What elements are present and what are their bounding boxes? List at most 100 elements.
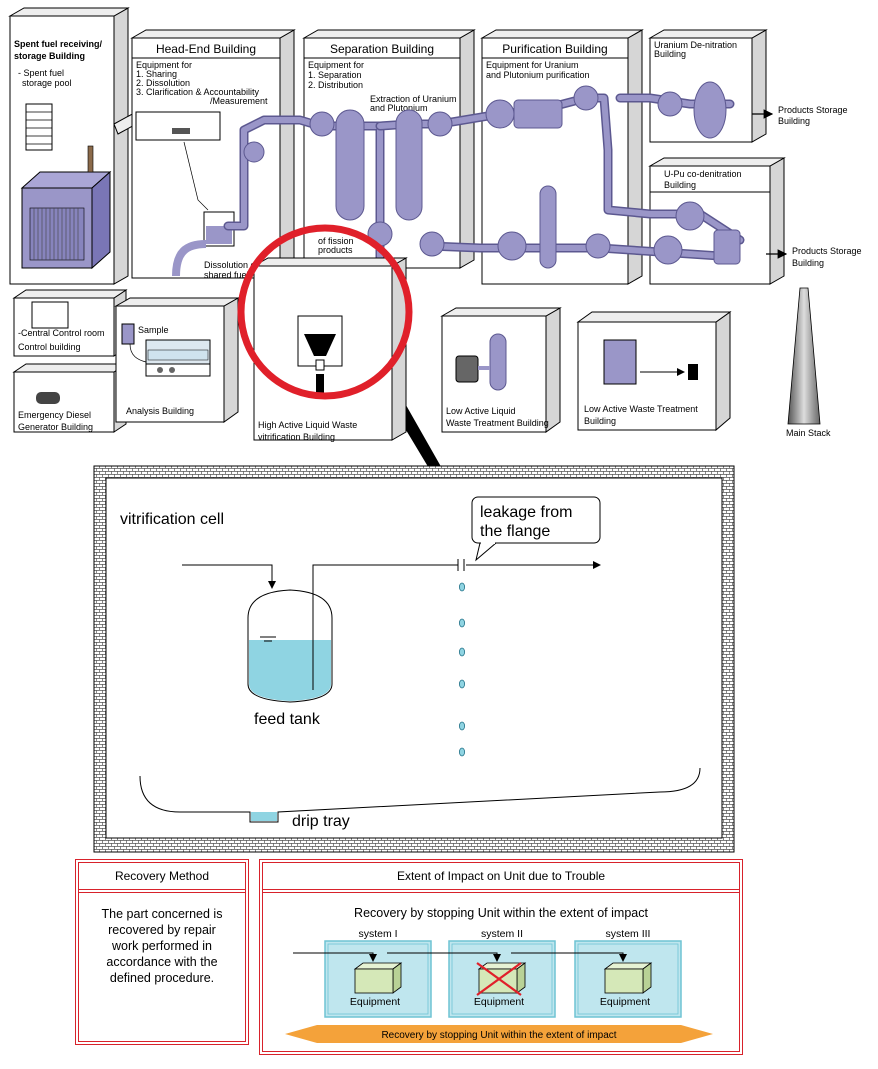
vitrification-cell-detail: vitrification cell leakage from the flan… — [93, 465, 735, 853]
leak-drop — [458, 679, 465, 689]
melter-icon — [304, 334, 336, 356]
control-building: -Central Control room Control building — [12, 289, 128, 357]
impact-banner-text: Recovery by stopping Unit within the ext… — [381, 1030, 616, 1041]
purification-title: Purification Building — [502, 42, 607, 56]
purification-line-2: and Plutonium purification — [486, 70, 590, 80]
products-storage-2-line1: Products Storage — [792, 246, 862, 256]
leak-callout — [471, 496, 601, 544]
control-line-1: -Central Control room — [18, 328, 105, 338]
receiving-sub-2: storage pool — [22, 78, 72, 88]
headend-line-1: Equipment for — [136, 60, 192, 70]
leak-drops — [458, 582, 465, 757]
headend-line-4: 3. Clarification & Accountability — [136, 87, 260, 97]
analysis-sample-label: Sample — [138, 325, 169, 335]
recovery-line-3: work performed in — [111, 939, 213, 953]
headend-bottom-1: Dissolution of — [204, 260, 259, 270]
shearing-box — [135, 111, 221, 141]
leak-drop — [458, 647, 465, 657]
system-label: system III — [606, 928, 651, 940]
recovery-line-4: accordance with the — [106, 955, 218, 969]
drip-tray-icon — [139, 767, 701, 823]
system-label: system II — [481, 928, 523, 940]
separation-title: Separation Building — [330, 42, 434, 56]
equipment-box-icon — [354, 968, 394, 994]
generator-icon — [36, 392, 60, 404]
recovery-line-5: defined procedure. — [109, 971, 215, 985]
recovery-method-panel: Recovery Method The part concerned is re… — [78, 862, 246, 1042]
waste-treatment-icon — [603, 339, 637, 385]
separation-line-5: and Plutonium — [370, 103, 428, 113]
leak-drop — [458, 721, 465, 731]
lowwaste-line-1: Low Active Waste Treatment — [584, 404, 698, 414]
recovery-line-1: The part concerned is — [101, 907, 223, 921]
receiving-building: Spent fuel receiving/ storage Building -… — [8, 7, 130, 285]
headend-bottom-2: shared fuel — [204, 270, 249, 280]
headend-line-5: /Measurement — [210, 96, 268, 106]
callout-line-2: the flange — [480, 523, 550, 540]
separation-line-4: Extraction of Uranium — [370, 94, 457, 104]
extent-panel: Extent of Impact on Unit due to Trouble … — [262, 862, 740, 1052]
main-stack: Main Stack — [786, 287, 831, 438]
impact-banner — [285, 1025, 713, 1043]
feed-tank-label: feed tank — [254, 711, 321, 728]
highlight-circle — [237, 224, 413, 400]
products-storage-1-line1: Products Storage — [778, 105, 848, 115]
control-line-2: Control building — [18, 342, 81, 352]
upu-title-1: U-Pu co-denitration — [664, 169, 742, 179]
low-liquid-building: Low Active Liquid Waste Treatment Buildi… — [440, 307, 562, 433]
analysis-label: Analysis Building — [126, 406, 194, 416]
diesel-line-1: Emergency Diesel — [18, 410, 91, 420]
extent-heading: Recovery by stopping Unit within the ext… — [354, 906, 648, 920]
callout-line-1: leakage from — [480, 504, 573, 521]
separation-bottom-2: products — [318, 245, 353, 255]
headend-line-3: 2. Dissolution — [136, 78, 190, 88]
products-storage-2-line2: Building — [792, 258, 824, 268]
headend-line-2: 1. Sharing — [136, 69, 177, 79]
analyzer-icon — [145, 363, 211, 377]
analysis-building: Sample Analysis Building — [114, 297, 240, 423]
system-1: system I Equipment — [324, 928, 432, 1018]
drip-tray-label: drip tray — [292, 813, 350, 830]
headend-building: Head-End Building Equipment for 1. Shari… — [130, 29, 296, 280]
control-panel-icon — [31, 301, 69, 329]
equipment-label: Equipment — [600, 996, 650, 1008]
recovery-line-2: recovered by repair — [108, 923, 216, 937]
separation-line-2: 1. Separation — [308, 70, 362, 80]
receiving-sub-1: - Spent fuel — [18, 68, 64, 78]
separation-line-3: 2. Distribution — [308, 80, 363, 90]
upu-title-2: Building — [664, 180, 696, 190]
products-storage-1-line2: Building — [778, 116, 810, 126]
leak-drop — [458, 582, 465, 592]
vitrification-line-2: vitrification Building — [258, 432, 335, 442]
system-3: system III Equipment — [574, 928, 682, 1018]
receiving-title-1: Spent fuel receiving/ — [14, 39, 103, 49]
equipment-label: Equipment — [350, 996, 400, 1008]
equipment-label: Equipment — [474, 996, 524, 1008]
separation-bottom-1: of fission — [318, 236, 354, 246]
recovery-method-title: Recovery Method — [79, 863, 245, 890]
diesel-line-2: Generator Building — [18, 422, 93, 432]
leak-drop — [458, 747, 465, 757]
low-waste-building: Low Active Waste Treatment Building — [576, 311, 732, 432]
extent-diagram: Recovery by stopping Unit within the ext… — [285, 906, 713, 1043]
main-stack-label: Main Stack — [786, 428, 831, 438]
equipment-box-icon — [604, 968, 644, 994]
diesel-building: Emergency Diesel Generator Building — [12, 363, 128, 433]
purification-line-1: Equipment for Uranium — [486, 60, 579, 70]
lowliquid-line-1: Low Active Liquid — [446, 406, 516, 416]
liquid-tank-icon — [489, 333, 507, 391]
uranium-title-1: Uranium De-nitration — [654, 40, 737, 50]
leak-drop — [458, 618, 465, 628]
vitrification-line-1: High Active Liquid Waste — [258, 420, 357, 430]
uranium-title-2: Building — [654, 49, 686, 59]
separation-line-1: Equipment for — [308, 60, 364, 70]
fuel-cask-icon — [25, 103, 53, 151]
system-label: system I — [358, 928, 397, 940]
recovery-method-text: The part concerned is recovered by repai… — [79, 890, 245, 986]
headend-title: Head-End Building — [156, 42, 256, 56]
cell-title: vitrification cell — [120, 511, 224, 528]
receiving-title-2: storage Building — [14, 51, 85, 61]
process-vessels — [243, 81, 741, 317]
system-2: system II Equipment — [448, 928, 556, 1018]
